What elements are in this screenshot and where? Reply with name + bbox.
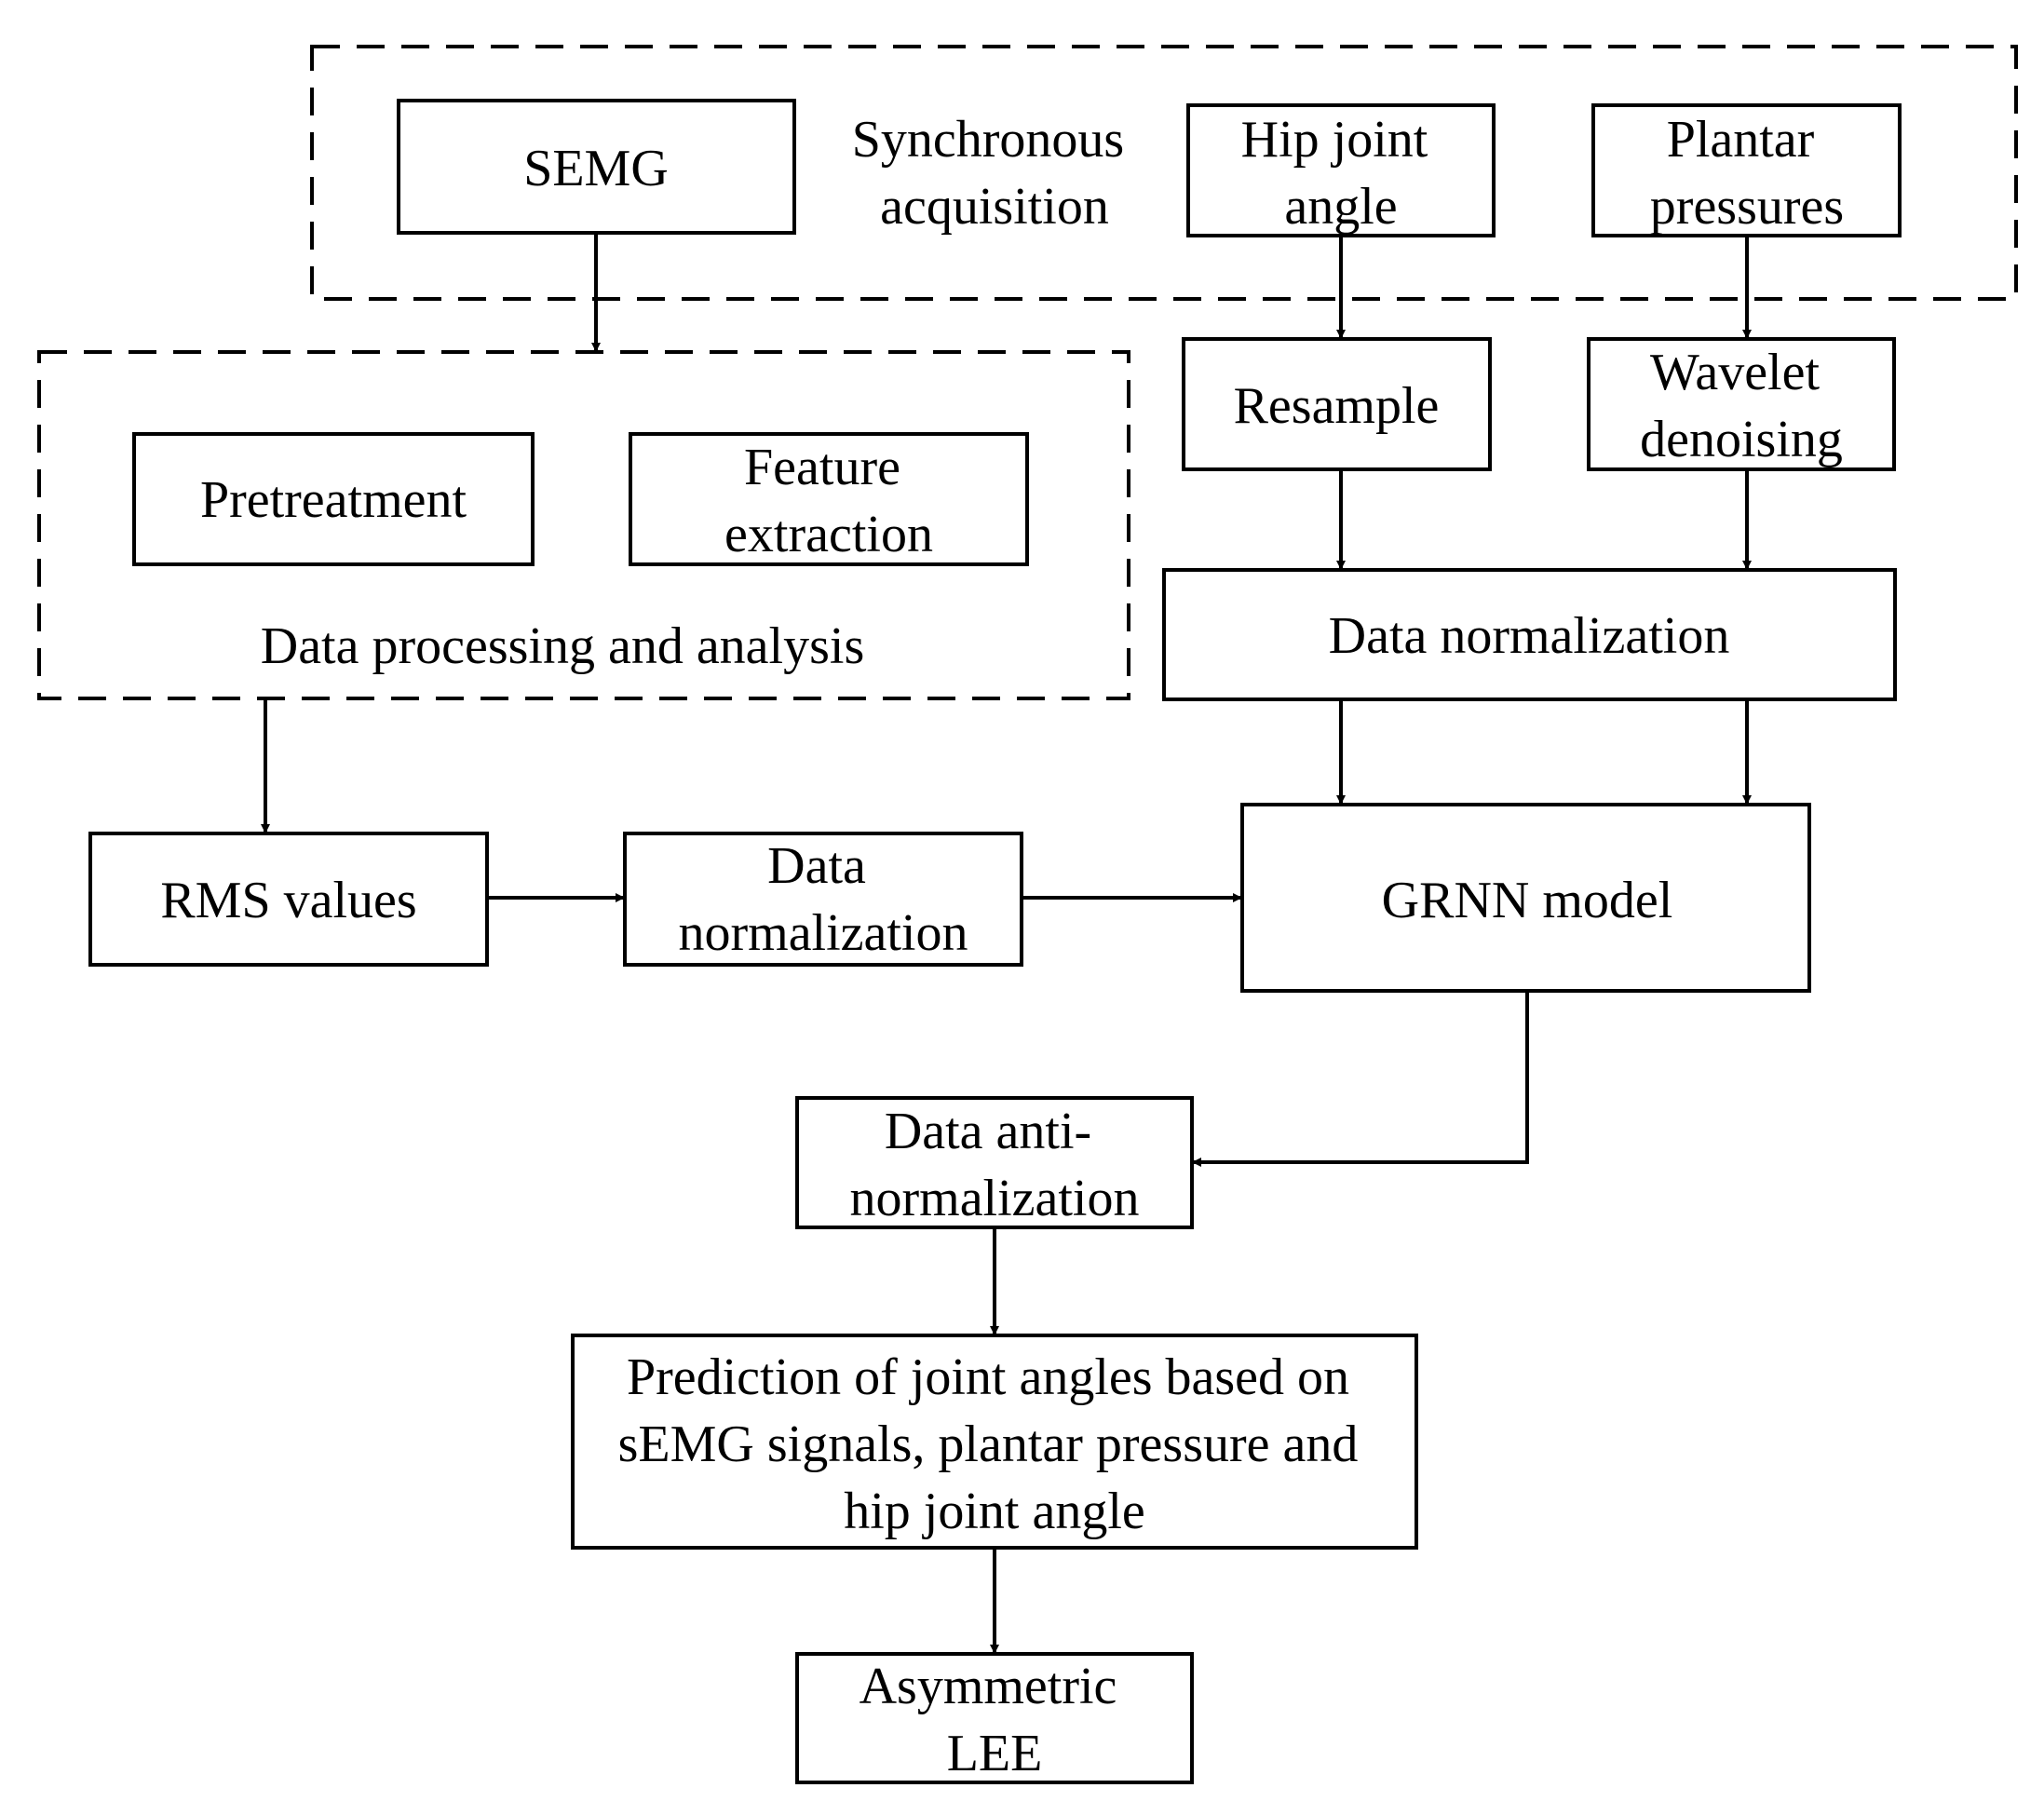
synchronous-acquisition-label: Synchronous acquisition	[852, 111, 1137, 236]
hip-joint-angle-line-2: angle	[1284, 178, 1397, 236]
asymmetric-lee-line-2: LEE	[947, 1725, 1043, 1782]
wavelet-denoising-line-2: denoising	[1640, 411, 1843, 468]
data-processing-group	[37, 350, 1130, 700]
wavelet-denoising-node: Wavelet denoising	[1587, 337, 1896, 471]
hip-joint-angle-line-1: Hip joint	[1241, 111, 1428, 169]
data-anti-normalization-node: Data anti- normalization	[795, 1096, 1194, 1229]
prediction-line-1: Prediction of joint angles based on	[627, 1348, 1349, 1406]
semg-node: SEMG	[397, 99, 796, 235]
svg-text:Data anti- normalization: Data anti- normalization	[849, 1103, 1139, 1227]
resample-label: Resample	[1234, 377, 1440, 435]
plantar-pressures-node: Plantar pressures	[1591, 103, 1902, 237]
data-anti-normalization-line-2: normalization	[849, 1170, 1139, 1227]
svg-text:Feature extraction: Feature extraction	[724, 439, 933, 563]
asymmetric-lee-line-1: Asymmetric	[860, 1658, 1117, 1715]
hip-joint-angle-node: Hip joint angle	[1186, 103, 1496, 237]
svg-text:Resample: Resample	[1234, 377, 1440, 435]
data-normalization-left-line-2: normalization	[678, 904, 968, 962]
svg-text:Hip joint angle: Hip joint angle	[1241, 111, 1442, 236]
grnn-model-label: GRNN model	[1382, 872, 1673, 929]
svg-text:SEMG: SEMG	[523, 140, 669, 197]
pretreatment-node: Pretreatment	[132, 432, 535, 566]
svg-text:Asymmetric LEE: Asymmetric LEE	[860, 1658, 1130, 1782]
svg-text:Data normalization: Data normalization	[1329, 607, 1730, 665]
feature-extraction-line-2: extraction	[724, 506, 933, 563]
svg-text:Data normalization: Data normalization	[678, 837, 968, 962]
connectors	[261, 233, 1752, 1654]
resample-node: Resample	[1182, 337, 1492, 471]
svg-text:Pretreatment: Pretreatment	[200, 471, 467, 529]
svg-text:GRNN model: GRNN model	[1382, 872, 1673, 929]
svg-text:RMS values: RMS values	[160, 872, 416, 929]
data-normalization-right-node: Data normalization	[1162, 568, 1897, 701]
svg-text:Prediction of joint angles bas: Prediction of joint angles based on sEMG…	[618, 1348, 1372, 1540]
prediction-line-3: hip joint angle	[844, 1483, 1145, 1540]
data-normalization-left-line-1: Data	[767, 837, 866, 895]
semg-label: SEMG	[523, 140, 669, 197]
rms-values-node: RMS values	[88, 832, 489, 967]
synchronous-acquisition-line-1: Synchronous	[852, 111, 1124, 169]
data-processing-label: Data processing and analysis	[261, 617, 864, 675]
wavelet-denoising-line-1: Wavelet	[1650, 344, 1820, 401]
synchronous-acquisition-group	[310, 45, 2018, 301]
data-normalization-right-label: Data normalization	[1329, 607, 1730, 665]
svg-text:Plantar pressures: Plantar pressures	[1650, 111, 1844, 236]
asymmetric-lee-node: Asymmetric LEE	[795, 1652, 1194, 1784]
prediction-line-2: sEMG signals, plantar pressure and	[618, 1415, 1359, 1473]
grnn-model-node: GRNN model	[1240, 803, 1811, 993]
synchronous-acquisition-line-2: acquisition	[880, 178, 1109, 236]
data-normalization-left-node: Data normalization	[623, 832, 1023, 967]
prediction-node: Prediction of joint angles based on sEMG…	[571, 1334, 1418, 1550]
plantar-pressures-line-1: Plantar	[1667, 111, 1815, 169]
plantar-pressures-line-2: pressures	[1650, 178, 1844, 236]
feature-extraction-node: Feature extraction	[629, 432, 1029, 566]
arrow-grnn-to-anti-normalization	[1192, 991, 1529, 1167]
data-anti-normalization-line-1: Data anti-	[885, 1103, 1091, 1160]
pretreatment-label: Pretreatment	[200, 471, 467, 529]
rms-values-label: RMS values	[160, 872, 416, 929]
svg-text:Wavelet denoising: Wavelet denoising	[1640, 344, 1843, 468]
feature-extraction-line-1: Feature	[744, 439, 900, 496]
